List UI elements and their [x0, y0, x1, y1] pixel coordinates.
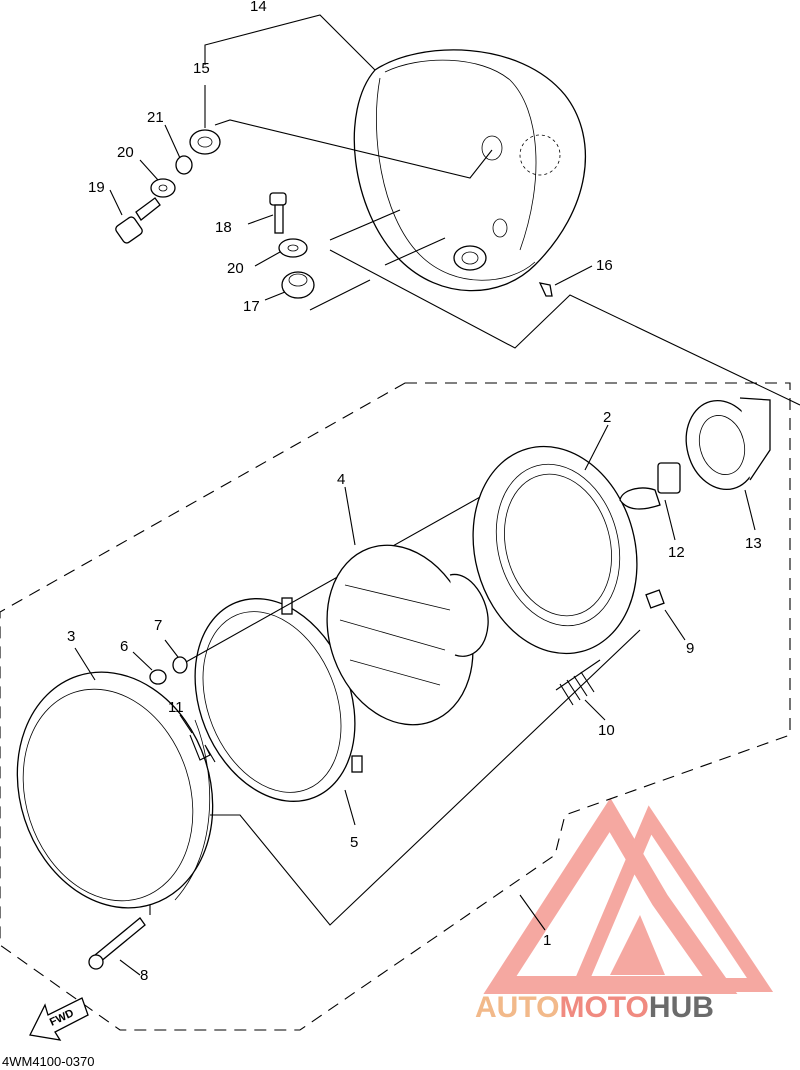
callout-1: 1	[543, 932, 551, 949]
callout-12: 12	[668, 544, 685, 561]
washer-7	[164, 639, 188, 674]
mount-line-17	[309, 279, 371, 311]
washer-20-upper	[139, 159, 176, 198]
mount-line-lower	[384, 237, 446, 266]
callout-21: 21	[147, 109, 164, 126]
watermark-auto: AUTO	[475, 991, 559, 1024]
callout-3: 3	[67, 628, 75, 645]
watermark-text: AUTOMOTOHUB	[475, 991, 714, 1024]
collar-21	[164, 124, 193, 175]
headlight-housing	[353, 49, 587, 292]
fwd-arrow-icon: FWD	[29, 997, 89, 1041]
callout-15: 15	[193, 60, 210, 77]
callout-17: 17	[243, 298, 260, 315]
callout-14: 14	[250, 0, 267, 15]
bulb-12	[619, 462, 681, 541]
diagram-code: 4WM4100-0370	[2, 1054, 95, 1069]
adjust-line	[210, 629, 641, 926]
spring-clip-11	[179, 714, 216, 763]
headlight-body	[472, 424, 638, 655]
bolt-18	[247, 192, 287, 234]
mounting-ring	[194, 597, 363, 826]
callout-20-lower: 20	[227, 260, 244, 277]
callout-16: 16	[596, 257, 613, 274]
callout-8: 8	[140, 967, 148, 984]
leader-14	[204, 14, 376, 71]
callout-6: 6	[120, 638, 128, 655]
screw-8	[88, 905, 151, 976]
grommet-17	[264, 271, 315, 301]
mount-line-upper	[214, 119, 493, 179]
callout-5: 5	[350, 834, 358, 851]
callout-4: 4	[337, 471, 345, 488]
assembly-boundary	[0, 382, 791, 1031]
grommet-15	[189, 129, 221, 155]
adjuster-nut-9	[645, 589, 686, 641]
callout-13: 13	[745, 535, 762, 552]
screw-6	[132, 651, 167, 685]
mount-line-mid	[329, 209, 401, 241]
watermark-moto: MOTO	[559, 991, 648, 1024]
bolt-19	[109, 189, 161, 244]
spring-10	[555, 659, 606, 721]
callout-11: 11	[168, 699, 184, 716]
screw-16	[538, 265, 593, 297]
callout-19: 19	[88, 179, 105, 196]
callout-20-upper: 20	[117, 144, 134, 161]
housing-to-boundary-line	[329, 249, 800, 406]
callout-10: 10	[598, 722, 615, 739]
callout-7: 7	[154, 617, 162, 634]
watermark-logo-mark	[483, 797, 774, 994]
callout-18: 18	[215, 219, 232, 236]
callout-2: 2	[603, 409, 611, 426]
leader-1	[519, 894, 546, 931]
reflector-unit	[326, 486, 489, 726]
socket-cover-13	[685, 397, 771, 531]
callout-9: 9	[686, 640, 694, 657]
headlight-rim	[16, 647, 214, 909]
watermark-hub: HUB	[649, 991, 714, 1024]
washer-20-lower	[254, 238, 308, 267]
